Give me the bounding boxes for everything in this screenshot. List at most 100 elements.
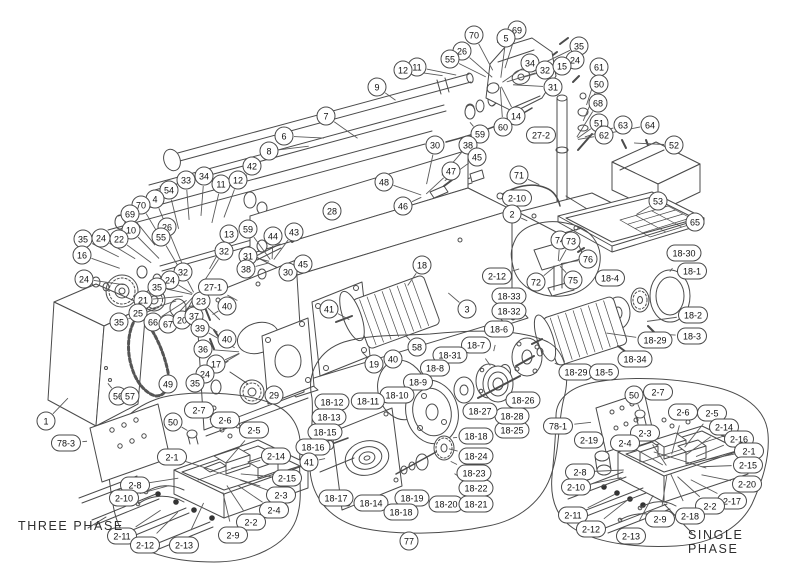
part-balloon-76: 76 xyxy=(578,249,598,269)
part-balloon-18-5: 18-5 xyxy=(588,363,620,381)
part-balloon-70: 70 xyxy=(464,25,484,45)
part-balloon-2-13: 2-13 xyxy=(168,536,200,554)
part-balloon-3: 3 xyxy=(457,299,477,319)
part-balloon-18-18: 18-18 xyxy=(458,427,494,445)
part-balloon-33: 33 xyxy=(176,170,196,190)
part-balloon-18-34: 18-34 xyxy=(617,350,653,368)
part-balloon-64: 64 xyxy=(640,115,660,135)
part-balloon-50: 50 xyxy=(589,74,609,94)
part-balloon-19: 19 xyxy=(364,354,384,374)
part-balloon-11: 11 xyxy=(211,174,231,194)
part-balloon-18-29: 18-29 xyxy=(558,363,594,381)
part-balloon-53: 53 xyxy=(648,191,668,211)
part-balloon-38: 38 xyxy=(236,259,256,279)
part-balloon-65: 65 xyxy=(685,212,705,232)
part-balloon-40: 40 xyxy=(383,349,403,369)
part-balloon-34: 34 xyxy=(194,166,214,186)
part-balloon-2-6: 2-6 xyxy=(668,403,698,421)
part-balloon-40: 40 xyxy=(217,296,237,316)
part-balloon-78-3: 78-3 xyxy=(50,434,82,452)
part-balloon-47: 47 xyxy=(441,161,461,181)
part-balloon-2-20: 2-20 xyxy=(731,475,763,493)
part-balloon-2-19: 2-19 xyxy=(573,431,605,449)
part-balloon-18: 18 xyxy=(412,255,432,275)
part-balloon-2-5: 2-5 xyxy=(239,421,269,439)
part-balloon-18-10: 18-10 xyxy=(379,386,415,404)
part-balloon-58: 58 xyxy=(407,337,427,357)
part-balloon-2-15: 2-15 xyxy=(732,456,764,474)
part-balloon-42: 42 xyxy=(242,156,262,176)
part-balloon-18-30: 18-30 xyxy=(666,244,702,262)
part-balloon-55: 55 xyxy=(151,227,171,247)
part-balloon-72: 72 xyxy=(526,272,546,292)
part-balloon-2-11: 2-11 xyxy=(558,506,588,524)
three-phase-label: THREE PHASE xyxy=(18,519,124,533)
part-balloon-18-1: 18-1 xyxy=(676,262,708,280)
part-balloon-24: 24 xyxy=(91,228,111,248)
part-balloon-40: 40 xyxy=(217,329,237,349)
part-balloon-24: 24 xyxy=(74,269,94,289)
part-balloon-54: 54 xyxy=(159,180,179,200)
part-balloon-1: 1 xyxy=(36,411,56,431)
part-balloon-18-27: 18-27 xyxy=(462,402,498,420)
part-balloon-2-4: 2-4 xyxy=(610,434,640,452)
part-balloon-52: 52 xyxy=(664,135,684,155)
part-balloon-18-31: 18-31 xyxy=(432,346,468,364)
part-balloon-18-29: 18-29 xyxy=(637,331,673,349)
part-balloon-2-4: 2-4 xyxy=(259,501,289,519)
part-balloon-73: 73 xyxy=(561,231,581,251)
part-balloon-18-14: 18-14 xyxy=(353,494,389,512)
part-balloon-49: 49 xyxy=(158,374,178,394)
part-balloon-2-15: 2-15 xyxy=(271,469,303,487)
part-balloon-28: 28 xyxy=(322,201,342,221)
part-balloon-32: 32 xyxy=(214,241,234,261)
part-balloon-16: 16 xyxy=(72,245,92,265)
part-balloon-35: 35 xyxy=(109,312,129,332)
part-balloon-27-1: 27-1 xyxy=(197,278,229,296)
part-balloon-41: 41 xyxy=(299,452,319,472)
part-balloon-30: 30 xyxy=(425,135,445,155)
part-balloon-60: 60 xyxy=(493,117,513,137)
part-balloon-14: 14 xyxy=(506,106,526,126)
part-balloon-50: 50 xyxy=(163,412,183,432)
part-balloon-45: 45 xyxy=(293,254,313,274)
part-balloon-35: 35 xyxy=(147,277,167,297)
part-balloon-2: 2 xyxy=(502,204,522,224)
part-balloon-18-9: 18-9 xyxy=(402,373,434,391)
part-balloon-18-32: 18-32 xyxy=(491,302,527,320)
part-balloon-2-10: 2-10 xyxy=(560,478,592,496)
part-balloon-8: 8 xyxy=(259,141,279,161)
part-balloon-18-21: 18-21 xyxy=(458,495,494,513)
part-balloon-6: 6 xyxy=(274,126,294,146)
pulley-gearbox-drawing xyxy=(309,330,568,534)
part-balloon-2-7: 2-7 xyxy=(643,383,673,401)
part-balloon-29: 29 xyxy=(264,385,284,405)
part-balloon-18-26: 18-26 xyxy=(505,391,541,409)
part-balloon-2-9: 2-9 xyxy=(645,510,675,528)
part-balloon-12: 12 xyxy=(393,60,413,80)
part-balloon-5: 5 xyxy=(496,28,516,48)
part-balloon-18-24: 18-24 xyxy=(458,447,494,465)
part-balloon-2-12: 2-12 xyxy=(575,520,607,538)
part-balloon-2-11: 2-11 xyxy=(107,527,137,545)
part-balloon-7: 7 xyxy=(316,106,336,126)
single-phase-label: SINGLE PHASE xyxy=(688,528,744,556)
part-balloon-41: 41 xyxy=(319,299,339,319)
part-balloon-2-12: 2-12 xyxy=(481,267,513,285)
part-balloon-63: 63 xyxy=(613,115,633,135)
part-balloon-59: 59 xyxy=(238,219,258,239)
part-balloon-34: 34 xyxy=(520,53,540,73)
part-balloon-2-14: 2-14 xyxy=(260,447,292,465)
part-balloon-55: 55 xyxy=(440,49,460,69)
part-balloon-18-6: 18-6 xyxy=(483,320,515,338)
part-balloon-2-7: 2-7 xyxy=(184,401,214,419)
part-balloon-50: 50 xyxy=(624,385,644,405)
part-balloon-18-7: 18-7 xyxy=(460,336,492,354)
motor-exploded-drawing xyxy=(475,269,691,399)
part-balloon-15: 15 xyxy=(552,56,572,76)
part-balloon-48: 48 xyxy=(374,172,394,192)
part-balloon-71: 71 xyxy=(509,165,529,185)
part-balloon-18-2: 18-2 xyxy=(677,306,709,324)
